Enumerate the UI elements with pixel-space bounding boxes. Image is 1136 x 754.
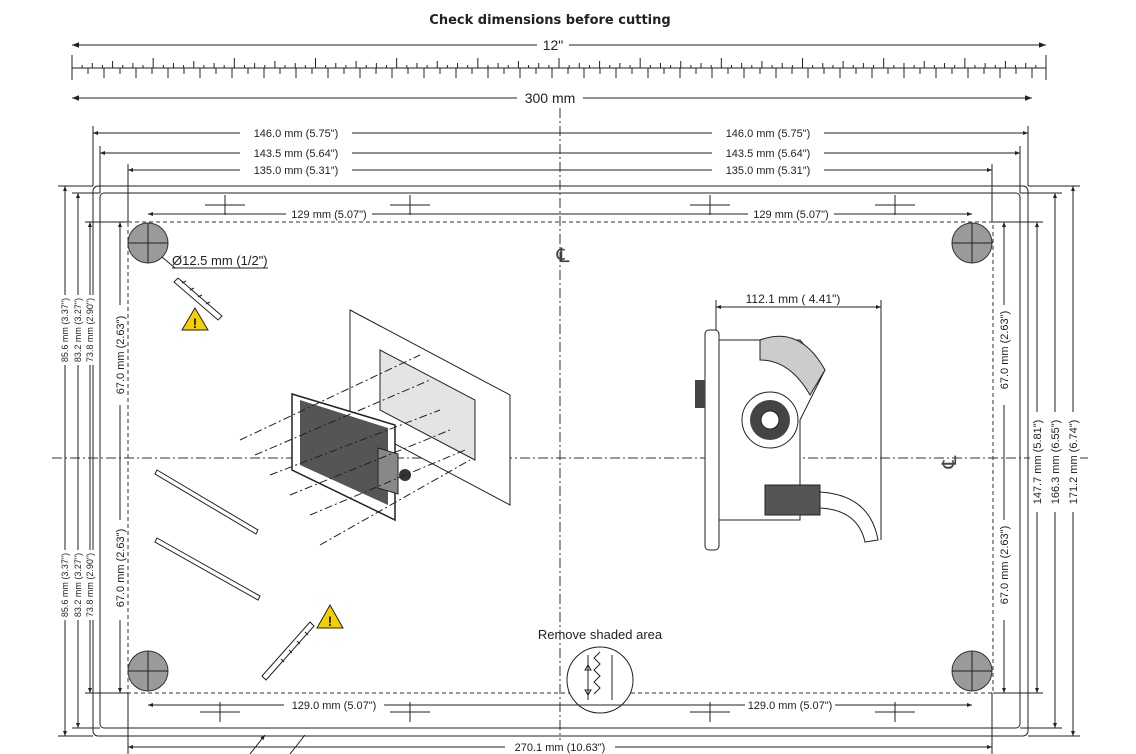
dim-83-bottom: 83.2 mm (3.27") — [73, 553, 83, 617]
mm-label: 300 mm — [525, 90, 576, 106]
bottom-dimensions: 129.0 mm (5.07") 129.0 mm (5.07") 270.1 … — [127, 693, 993, 754]
hole-spacing-bottom-left: 129.0 mm (5.07") — [292, 700, 377, 712]
warning-icon: ! — [181, 307, 209, 331]
dim-135-right: 135.0 mm (5.31") — [726, 165, 811, 177]
dim-146-right: 146.0 mm (5.75") — [726, 128, 811, 140]
title: Check dimensions before cutting — [429, 13, 670, 28]
dim-135-left: 135.0 mm (5.31") — [254, 165, 339, 177]
hole-top-left — [127, 222, 169, 264]
saw-cut-icon — [566, 646, 634, 714]
depth-label: 112.1 mm ( 4.41") — [746, 292, 841, 306]
top-dimensions: 146.0 mm (5.75") 146.0 mm (5.75") 143.5 … — [92, 126, 1029, 222]
svg-text:!: ! — [193, 315, 198, 331]
dim-85-top: 85.6 mm (3.37") — [60, 298, 70, 362]
hole-spacing-top-left: 129 mm (5.07") — [291, 209, 366, 221]
svg-text:!: ! — [328, 613, 333, 629]
screw-marks — [200, 195, 915, 722]
dim-67-left-top: 67.0 mm (2.63") — [115, 316, 127, 395]
inch-label: 12" — [543, 37, 564, 53]
dim-143-right: 143.5 mm (5.64") — [726, 148, 811, 160]
hole-top-right — [951, 222, 993, 264]
remove-shaded-label: Remove shaded area — [538, 627, 663, 642]
svg-text:℄: ℄ — [937, 455, 961, 469]
hole-bottom-right — [951, 650, 993, 692]
bottom-width: 270.1 mm (10.63") — [515, 742, 606, 754]
svg-text:℄: ℄ — [556, 243, 570, 267]
hole-spacing-top-right: 129 mm (5.07") — [753, 209, 828, 221]
mounting-holes — [127, 222, 993, 692]
dim-67-right-top: 67.0 mm (2.63") — [999, 311, 1011, 390]
drill-bit-icon — [173, 277, 223, 321]
hole-bottom-left — [127, 650, 169, 692]
dim-67-right-bottom: 67.0 mm (2.63") — [999, 526, 1011, 605]
ruler: 12" 300 mm — [71, 37, 1047, 106]
dim-67-left-bottom: 67.0 mm (2.63") — [115, 529, 127, 608]
dim-85-bottom: 85.6 mm (3.37") — [60, 553, 70, 617]
left-dimensions: 85.6 mm (3.37") 83.2 mm (3.27") 73.8 mm … — [58, 185, 128, 737]
dim-73-bottom: 73.8 mm (2.90") — [85, 553, 95, 617]
dim-147: 147.7 mm (5.81") — [1032, 420, 1044, 505]
exploded-mounting-illustration — [154, 309, 511, 601]
ruler-ticks — [71, 58, 1047, 78]
right-dimensions: 67.0 mm (2.63") 67.0 mm (2.63") 147.7 mm… — [993, 185, 1080, 737]
dim-83-top: 83.2 mm (3.27") — [73, 298, 83, 362]
warning-icon: ! — [316, 603, 344, 629]
hole-spacing-bottom-right: 129.0 mm (5.07") — [748, 700, 833, 712]
centerline-icon: ℄ — [556, 243, 570, 267]
drill-bit-icon — [261, 621, 315, 681]
centerline-icon: ℄ — [937, 455, 961, 469]
dim-73-top: 73.8 mm (2.90") — [85, 298, 95, 362]
dim-143-left: 143.5 mm (5.64") — [254, 148, 339, 160]
dim-171: 171.2 mm (6.74") — [1068, 420, 1080, 505]
dim-166: 166.3 mm (6.55") — [1050, 420, 1062, 505]
side-view-illustration: 112.1 mm ( 4.41") — [695, 292, 882, 551]
drill-size-label: Ø12.5 mm (1/2") — [172, 253, 268, 268]
dim-146-left: 146.0 mm (5.75") — [254, 128, 339, 140]
